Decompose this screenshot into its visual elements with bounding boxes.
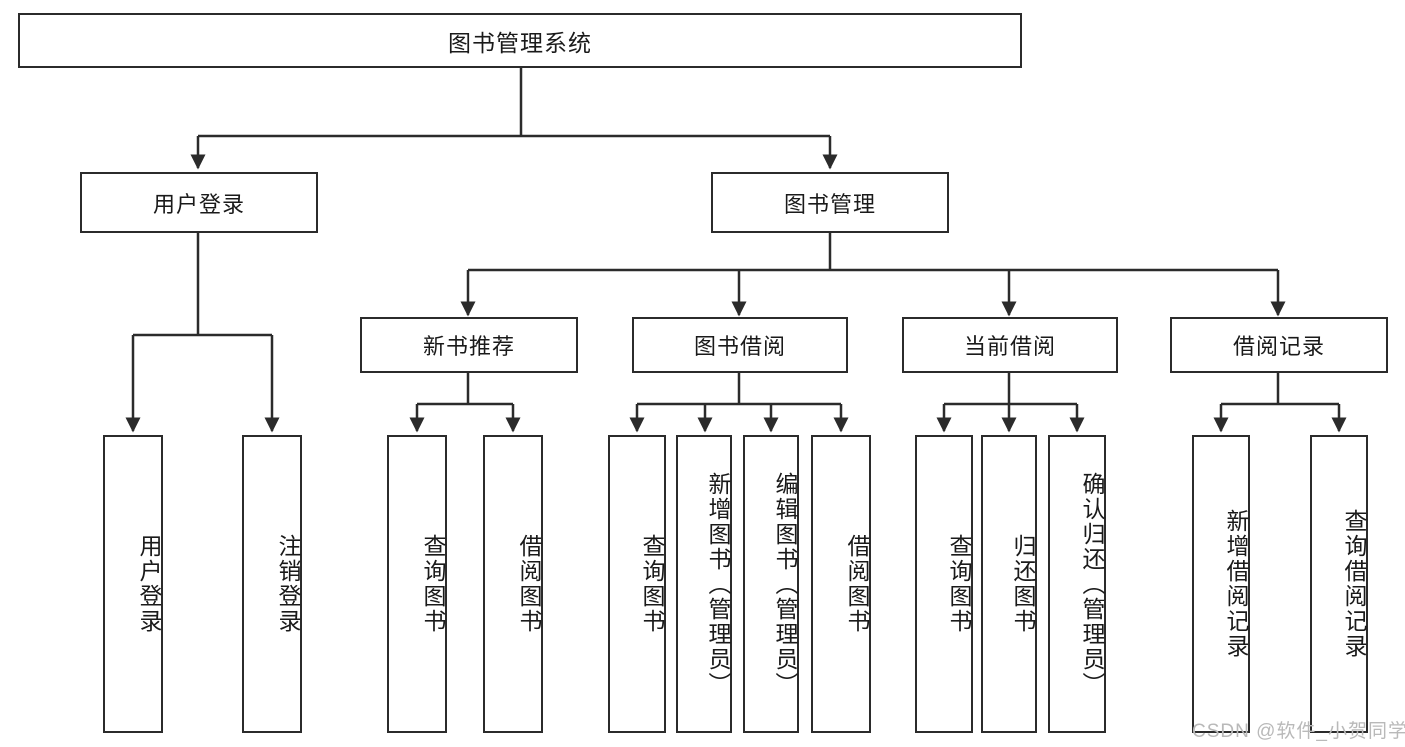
- node-label: 新增图书（管理员）: [705, 471, 731, 697]
- node-leaf-borrow-book-1[interactable]: 借阅图书: [483, 435, 543, 733]
- node-leaf-query-record[interactable]: 查询借阅记录: [1310, 435, 1368, 733]
- node-label: 确认归还（管理员）: [1079, 471, 1105, 697]
- node-user-login[interactable]: 用户登录: [80, 172, 318, 233]
- node-label: 查询图书: [420, 534, 446, 634]
- node-label: 借阅记录: [1232, 334, 1325, 359]
- node-leaf-add-book[interactable]: 新增图书（管理员）: [676, 435, 732, 733]
- node-label: 用户登录: [136, 534, 162, 634]
- node-borrow-record[interactable]: 借阅记录: [1170, 317, 1388, 373]
- node-leaf-user-login[interactable]: 用户登录: [103, 435, 163, 733]
- node-leaf-return-book[interactable]: 归还图书: [981, 435, 1037, 733]
- node-label: 用户登录: [152, 191, 245, 217]
- node-book-management[interactable]: 图书管理: [711, 172, 949, 233]
- node-label: 查询图书: [639, 534, 665, 634]
- node-label: 归还图书: [1010, 534, 1036, 634]
- node-label: 当前借阅: [963, 334, 1056, 359]
- node-label: 注销登录: [275, 534, 301, 634]
- node-label: 借阅图书: [516, 534, 542, 634]
- node-leaf-borrow-book-2[interactable]: 借阅图书: [811, 435, 871, 733]
- node-leaf-query-book-2[interactable]: 查询图书: [608, 435, 666, 733]
- node-label: 图书管理系统: [448, 29, 592, 56]
- node-label: 新书推荐: [422, 334, 515, 359]
- node-leaf-query-book-1[interactable]: 查询图书: [387, 435, 447, 733]
- node-leaf-logout[interactable]: 注销登录: [242, 435, 302, 733]
- node-leaf-confirm-return[interactable]: 确认归还（管理员）: [1048, 435, 1106, 733]
- node-root-system[interactable]: 图书管理系统: [18, 13, 1022, 68]
- node-leaf-add-record[interactable]: 新增借阅记录: [1192, 435, 1250, 733]
- node-current-borrow[interactable]: 当前借阅: [902, 317, 1118, 373]
- node-leaf-edit-book[interactable]: 编辑图书（管理员）: [743, 435, 799, 733]
- node-label: 编辑图书（管理员）: [772, 471, 798, 697]
- node-label: 查询图书: [946, 534, 972, 634]
- node-label: 图书管理: [783, 191, 876, 217]
- node-label: 图书借阅: [693, 334, 786, 359]
- node-label: 借阅图书: [844, 534, 870, 634]
- node-leaf-query-book-3[interactable]: 查询图书: [915, 435, 973, 733]
- watermark-text: CSDN @软件_小贺同学: [1192, 721, 1405, 742]
- node-new-book-recommend[interactable]: 新书推荐: [360, 317, 578, 373]
- node-label: 新增借阅记录: [1223, 509, 1249, 659]
- node-label: 查询借阅记录: [1341, 509, 1367, 659]
- node-book-borrow[interactable]: 图书借阅: [632, 317, 848, 373]
